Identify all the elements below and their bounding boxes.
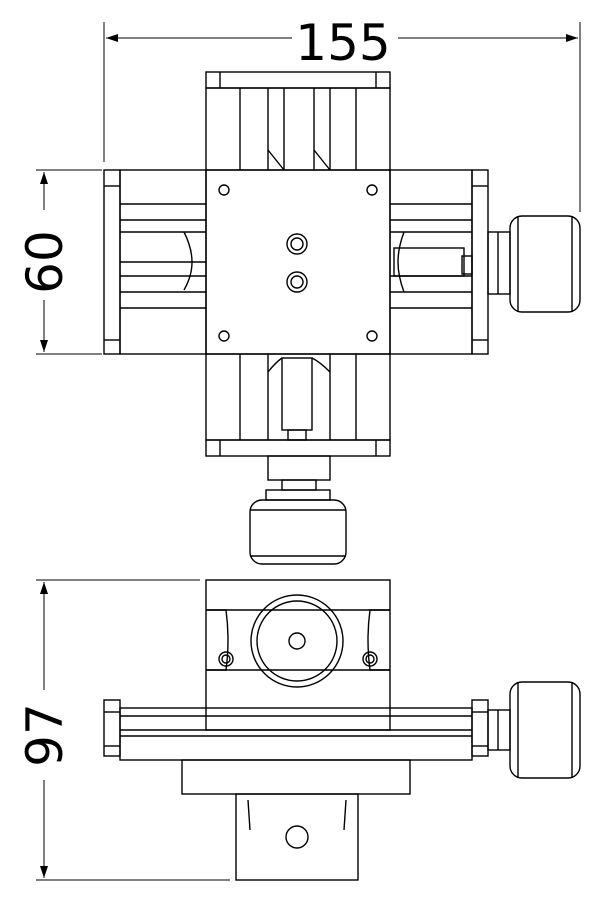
dimension-label-width: 155 [295,14,390,72]
x-stage-left [103,169,207,355]
base-plate [181,759,411,795]
y-micrometer-knob [249,455,347,565]
top-view [103,71,581,565]
y-stage-bottom [205,353,391,457]
x-stage-right [389,169,489,355]
dimension-label-top-height: 60 [16,230,74,294]
y-stage-top [205,71,391,171]
x-rail-side [103,699,511,761]
dimension-height-60 [36,169,102,355]
dimension-label-side-height: 97 [16,703,74,767]
mounting-post [235,793,359,881]
side-micrometer-knob [509,681,581,779]
side-view [103,579,581,881]
center-plate [205,169,391,355]
dimension-height-97 [36,579,230,881]
x-micrometer-knob [487,215,581,313]
dimension-width-155 [103,22,581,212]
